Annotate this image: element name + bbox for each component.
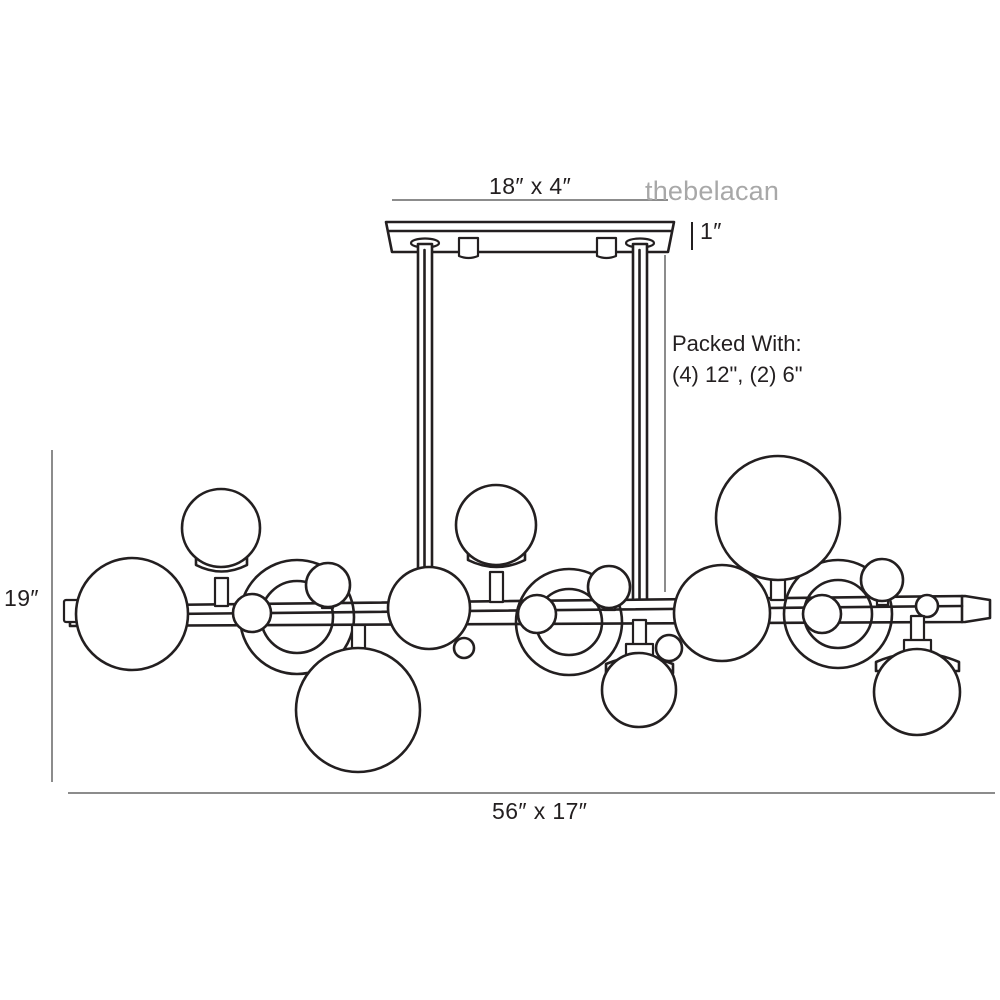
globe-sphere-upper-left-small [180, 487, 262, 569]
globe-arm-small-right [801, 593, 843, 635]
globe-upper-right-large [714, 454, 842, 602]
ceiling-canopy [384, 220, 676, 260]
arm-globes [74, 556, 940, 672]
packed-with-heading: Packed With: [672, 331, 802, 356]
globe-sphere-lower-right [872, 647, 962, 737]
lower-globes [294, 614, 962, 774]
overall-height-label: 19″ [4, 585, 39, 611]
globe-sphere-upper-left-tiny [304, 561, 352, 609]
canopy-knob-right [595, 236, 618, 260]
canopy-thickness-label: 1″ [700, 218, 722, 244]
overall-size-label: 56″ x 17″ [492, 798, 588, 824]
suspension-rods [416, 242, 652, 620]
globe-arm-far-left [74, 556, 190, 672]
canopy-dimension-label: 18″ x 4″ [489, 173, 572, 199]
packed-with-note: Packed With: (4) 12", (2) 6" [672, 328, 803, 390]
globe-sphere-upper-right-tiny [859, 557, 905, 603]
upper-globes [180, 454, 905, 612]
globe-upper-mid [454, 483, 538, 604]
ring-accent-outer-2 [514, 567, 624, 677]
globe-upper-left-tiny [304, 561, 352, 610]
globe-lower-left-large [294, 623, 422, 774]
globe-arm-bead-far-right [914, 593, 940, 619]
canopy-knob-left [457, 236, 480, 260]
globe-upper-mid-tiny [586, 564, 632, 612]
globe-sphere-lower-left-large [294, 646, 422, 774]
globe-arm-small-left [231, 592, 273, 634]
globe-stem-upper-mid [488, 570, 505, 604]
globe-arm-bead-right [654, 633, 684, 663]
globe-arm-right-center [672, 563, 772, 663]
watermark-text: thebelacan [645, 176, 780, 206]
globe-arm-small-center [516, 593, 558, 635]
globe-lower-right [872, 614, 962, 737]
globe-sphere-upper-mid-tiny [586, 564, 632, 610]
globe-arm-left-center [386, 565, 472, 651]
globe-lower-center [600, 618, 678, 729]
packed-with-contents: (4) 12", (2) 6" [672, 362, 803, 388]
ring-accent-outer-3 [782, 558, 894, 670]
globe-sphere-upper-mid [454, 483, 538, 567]
globe-sphere-lower-center [600, 651, 678, 729]
globe-sphere-upper-right-large [714, 454, 842, 582]
globe-arm-bead-left [452, 636, 476, 660]
dimension-lines [51, 199, 995, 794]
globe-upper-left-small [180, 487, 262, 608]
globe-stem-upper-left-small [213, 576, 230, 608]
globe-upper-right-tiny [859, 557, 905, 607]
